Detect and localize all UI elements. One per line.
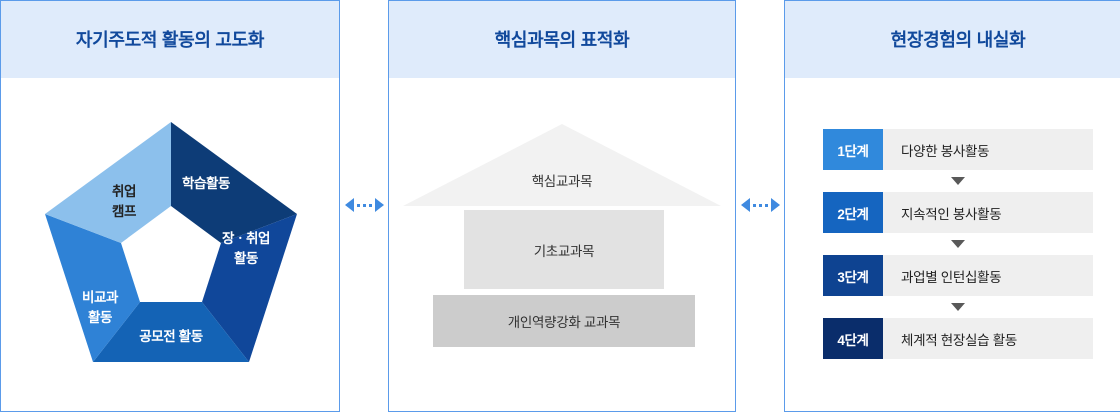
panel-core-subjects: 핵심과목의 표적화 핵심교과목 기초교과목 개인역량강화 교과목 <box>388 0 736 412</box>
step-label-3: 과업별 인턴십활동 <box>883 255 1093 296</box>
step-row: 4단계 체계적 현장실습 활동 <box>823 318 1093 359</box>
house-diagram: 핵심교과목 기초교과목 개인역량강화 교과목 <box>389 78 735 411</box>
arrow-dot-1 <box>356 203 360 207</box>
caret-down-icon <box>951 240 965 248</box>
arrow-dot-3 <box>368 203 372 207</box>
house-middle-block: 기초교과목 <box>464 210 664 289</box>
panel-core-subjects-body: 핵심교과목 기초교과목 개인역량강화 교과목 <box>389 78 735 411</box>
pinwheel-label-extracurricular: 비교과 <box>82 290 119 305</box>
panel-self-directed-title: 자기주도적 활동의 고도화 <box>75 29 265 50</box>
pinwheel-segment-employment <box>202 214 297 362</box>
step-badge-4: 4단계 <box>823 318 883 359</box>
panel-field-experience: 현장경험의 내실화 1단계 다양한 봉사활동 2단계 지속적인 봉사활동 <box>784 0 1120 412</box>
arrow-dot-2 <box>362 203 366 207</box>
panel-field-experience-body: 1단계 다양한 봉사활동 2단계 지속적인 봉사활동 3단계 과업별 인턴십활동 <box>785 78 1120 411</box>
arrow-left-head-icon <box>344 198 354 212</box>
caret-down-icon <box>951 177 965 185</box>
pinwheel-segment-learning <box>171 122 297 243</box>
panel-field-experience-header: 현장경험의 내실화 <box>785 1 1120 78</box>
pinwheel-segment-jobcamp <box>45 122 171 243</box>
step-row: 1단계 다양한 봉사활동 <box>823 129 1093 170</box>
pinwheel-diagram: 학습활동 장ㆍ취업 활동 공모전 활동 비교과 활동 취업 캠프 <box>42 120 300 370</box>
pinwheel-label-employment-2: 활동 <box>234 250 258 266</box>
panel-core-subjects-title: 핵심과목의 표적화 <box>494 29 630 50</box>
connector-1-2 <box>340 0 388 412</box>
pinwheel-segment-extracurricular <box>45 214 140 362</box>
pinwheel-label-employment: 장ㆍ취업 <box>222 230 270 246</box>
house-base-block: 개인역량강화 교과목 <box>433 295 695 347</box>
step-label-4: 체계적 현장실습 활동 <box>883 318 1093 359</box>
pinwheel-label-contest: 공모전 활동 <box>139 328 202 344</box>
arrow-dot-1 <box>752 203 756 207</box>
caret-down-icon <box>951 303 965 311</box>
step-separator-2 <box>823 233 1093 255</box>
house-roof-shape <box>403 124 721 206</box>
panel-self-directed-body: 학습활동 장ㆍ취업 활동 공모전 활동 비교과 활동 취업 캠프 <box>1 78 339 411</box>
step-row: 3단계 과업별 인턴십활동 <box>823 255 1093 296</box>
house-base-label: 개인역량강화 교과목 <box>507 315 621 330</box>
step-label-2: 지속적인 봉사활동 <box>883 192 1093 233</box>
step-row: 2단계 지속적인 봉사활동 <box>823 192 1093 233</box>
connector-2-3 <box>736 0 784 412</box>
double-arrow-dotted-icon <box>340 198 388 212</box>
pinwheel-label-jobcamp: 취업 <box>112 184 136 199</box>
arrow-right-head-icon <box>770 198 780 212</box>
arrow-dot-2 <box>758 203 762 207</box>
arrow-left-head-icon <box>740 198 750 212</box>
panel-core-subjects-header: 핵심과목의 표적화 <box>389 1 735 78</box>
panel-self-directed: 자기주도적 활동의 고도화 학습활동 <box>0 0 340 412</box>
step-list: 1단계 다양한 봉사활동 2단계 지속적인 봉사활동 3단계 과업별 인턴십활동 <box>823 129 1093 359</box>
step-label-1: 다양한 봉사활동 <box>883 129 1093 170</box>
step-badge-3: 3단계 <box>823 255 883 296</box>
pinwheel-label-extracurricular-2: 활동 <box>88 309 112 325</box>
step-separator-1 <box>823 170 1093 192</box>
panel-self-directed-header: 자기주도적 활동의 고도화 <box>1 1 339 78</box>
step-separator-3 <box>823 296 1093 318</box>
arrow-dot-3 <box>764 203 768 207</box>
pinwheel-label-jobcamp-2: 캠프 <box>112 203 137 219</box>
arrow-right-head-icon <box>374 198 384 212</box>
step-badge-2: 2단계 <box>823 192 883 233</box>
house-middle-label: 기초교과목 <box>533 243 595 259</box>
panel-field-experience-title: 현장경험의 내실화 <box>890 29 1026 50</box>
pinwheel-segment-contest <box>93 302 249 362</box>
pinwheel-label-learning: 학습활동 <box>182 175 230 191</box>
step-badge-1: 1단계 <box>823 129 883 170</box>
double-arrow-dotted-icon <box>736 198 784 212</box>
house-roof-label: 핵심교과목 <box>531 174 593 189</box>
house-roof: 핵심교과목 <box>403 124 721 206</box>
